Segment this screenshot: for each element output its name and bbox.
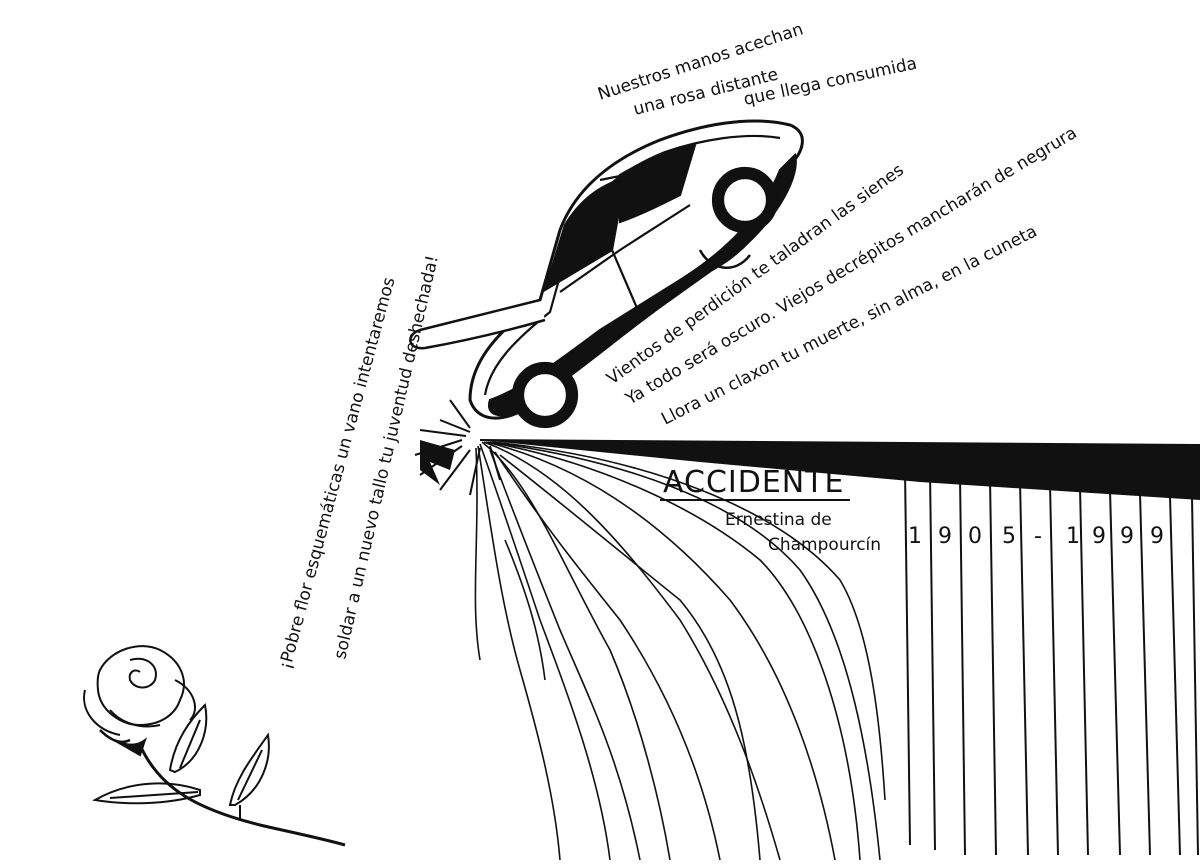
year-digit: 5 (1002, 524, 1016, 549)
year-digit: 9 (1120, 524, 1134, 549)
year-digit: 1 (908, 524, 922, 549)
years-block: 1 9 0 5 - 1 9 9 9 (908, 524, 1164, 549)
year-digit: 9 (1092, 524, 1106, 549)
left-verse: ¡Pobre flor esquemáticas un vano intenta… (276, 253, 443, 671)
title-block: ACCIDENTE Ernestina de Champourcín (660, 465, 881, 555)
cliff-lines-icon (474, 441, 886, 861)
road-edge-icon (479, 439, 1200, 446)
year-digit: 9 (938, 524, 952, 549)
rose-illustration (83, 645, 346, 847)
car-illustration (409, 119, 804, 429)
year-digit: 1 (1066, 524, 1080, 549)
title-text: ACCIDENTE (663, 465, 845, 500)
road-stripes-icon (904, 469, 1199, 856)
year-digit: - (1034, 524, 1042, 549)
author-line-2: Champourcín (768, 535, 881, 555)
crash-blot-icon (420, 440, 455, 485)
year-digit: 0 (968, 524, 982, 549)
author-line-1: Ernestina de (725, 510, 832, 530)
top-verse: Nuestros manos acechan una rosa distante… (595, 19, 918, 119)
road-illustration (414, 399, 1200, 861)
year-digit: 9 (1150, 524, 1164, 549)
